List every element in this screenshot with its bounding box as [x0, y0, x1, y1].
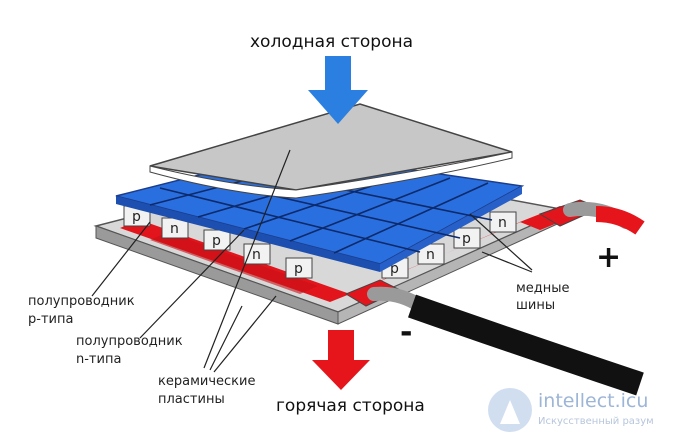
leg-n-2: n [252, 247, 261, 263]
hot-arrow-icon [312, 330, 370, 390]
n-type-label-line1: полупроводник [76, 334, 183, 349]
leader-lines [91, 149, 533, 373]
cold-arrow-icon [308, 56, 368, 124]
leg-n-3: n [426, 247, 435, 263]
p-type-label-line2: p-типа [28, 312, 74, 327]
leg-p-3: p [294, 261, 303, 277]
watermark-subtitle: Искусственный разум [538, 416, 654, 427]
n-type-label-line2: n-типа [76, 352, 122, 367]
p-type-label-line1: полупроводник [28, 294, 135, 309]
watermark-logo-icon [488, 388, 532, 432]
leg-p-4: p [390, 261, 399, 277]
leg-p-5: p [462, 231, 471, 247]
hot-side-label: горячая сторона [276, 396, 425, 416]
plus-sign: + [596, 240, 622, 275]
leg-n-4: n [498, 215, 507, 231]
watermark: intellect.icu Искусственный разум [488, 384, 674, 436]
watermark-title: intellect.icu [538, 390, 649, 412]
positive-cable [538, 199, 645, 235]
leg-p-1: p [132, 209, 141, 225]
leg-p-2: p [212, 233, 221, 249]
ceramic-label-line1: керамические [158, 374, 256, 389]
leg-n-1: n [170, 221, 179, 237]
top-ceramic-plate [149, 103, 513, 199]
ceramic-label-line2: пластины [158, 392, 225, 407]
cold-side-label: холодная сторона [250, 32, 414, 52]
copper-label-line1: медные [516, 281, 570, 296]
minus-sign: - [400, 315, 413, 350]
negative-cable [344, 279, 644, 396]
copper-label-line2: шины [516, 298, 556, 313]
